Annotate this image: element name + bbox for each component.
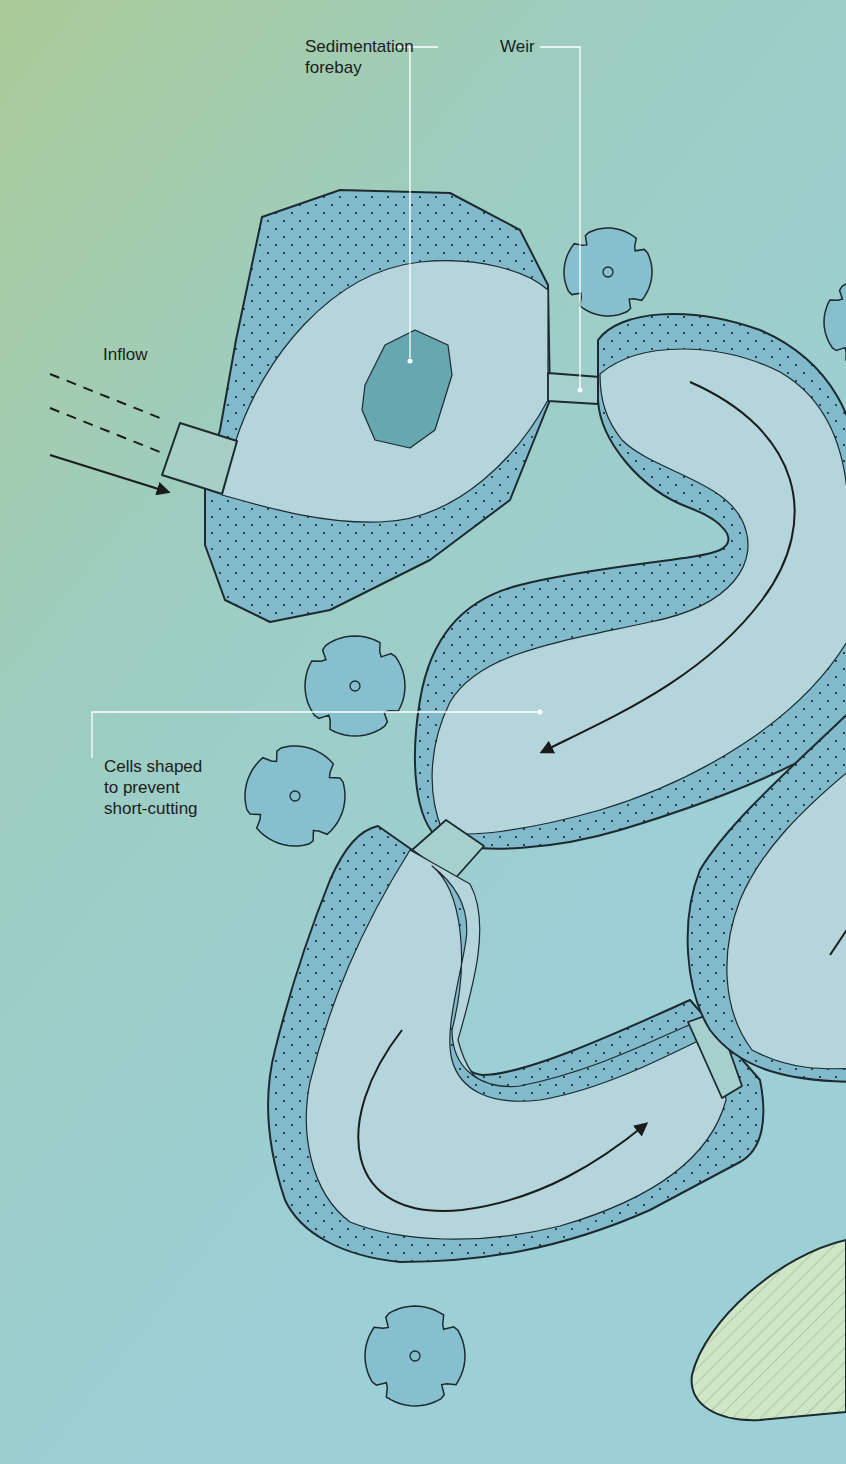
inflow-pipe <box>50 408 160 452</box>
lily-pad-icon <box>564 228 652 316</box>
lily-pad-icon <box>824 278 846 366</box>
lily-pad-icon <box>245 746 345 846</box>
leader-dot <box>408 359 413 364</box>
callout-label: Inflow <box>103 344 193 365</box>
leader-line <box>540 47 580 388</box>
callout-label: Sedimentation forebay <box>305 36 425 78</box>
cell-water <box>727 760 846 1069</box>
sedimentation-forebay <box>362 330 452 448</box>
flow-arrow <box>542 382 795 752</box>
callout-label: Cells shaped to prevent short-cutting <box>104 756 216 819</box>
leader-dot <box>578 388 583 393</box>
wetland-cell <box>415 314 846 849</box>
weir <box>548 373 600 404</box>
lily-pad-icon <box>365 1306 465 1406</box>
callout-label: Weir <box>500 36 580 57</box>
forebay-water <box>222 261 548 522</box>
lily-pad-center <box>603 267 613 277</box>
flow-arrow <box>358 1030 646 1211</box>
cell-water <box>432 349 846 834</box>
wetland-cell <box>268 826 763 1262</box>
leader-line <box>92 712 538 758</box>
wetland-cell <box>688 700 846 1082</box>
leader-line <box>392 47 438 358</box>
vegetated-island <box>432 866 712 1101</box>
inflow-pipe <box>50 374 165 420</box>
inflow-structure <box>162 423 237 494</box>
planted-area <box>692 1240 846 1420</box>
lily-pad-center <box>350 681 360 691</box>
leader-dot <box>538 710 543 715</box>
lily-pad-icon <box>305 636 405 736</box>
lily-pad-center <box>290 791 300 801</box>
flow-arrow <box>50 455 168 492</box>
forebay-cell <box>205 190 550 622</box>
flow-arrow <box>830 928 846 955</box>
lily-pad-center <box>410 1351 420 1361</box>
cell-water <box>306 850 726 1239</box>
